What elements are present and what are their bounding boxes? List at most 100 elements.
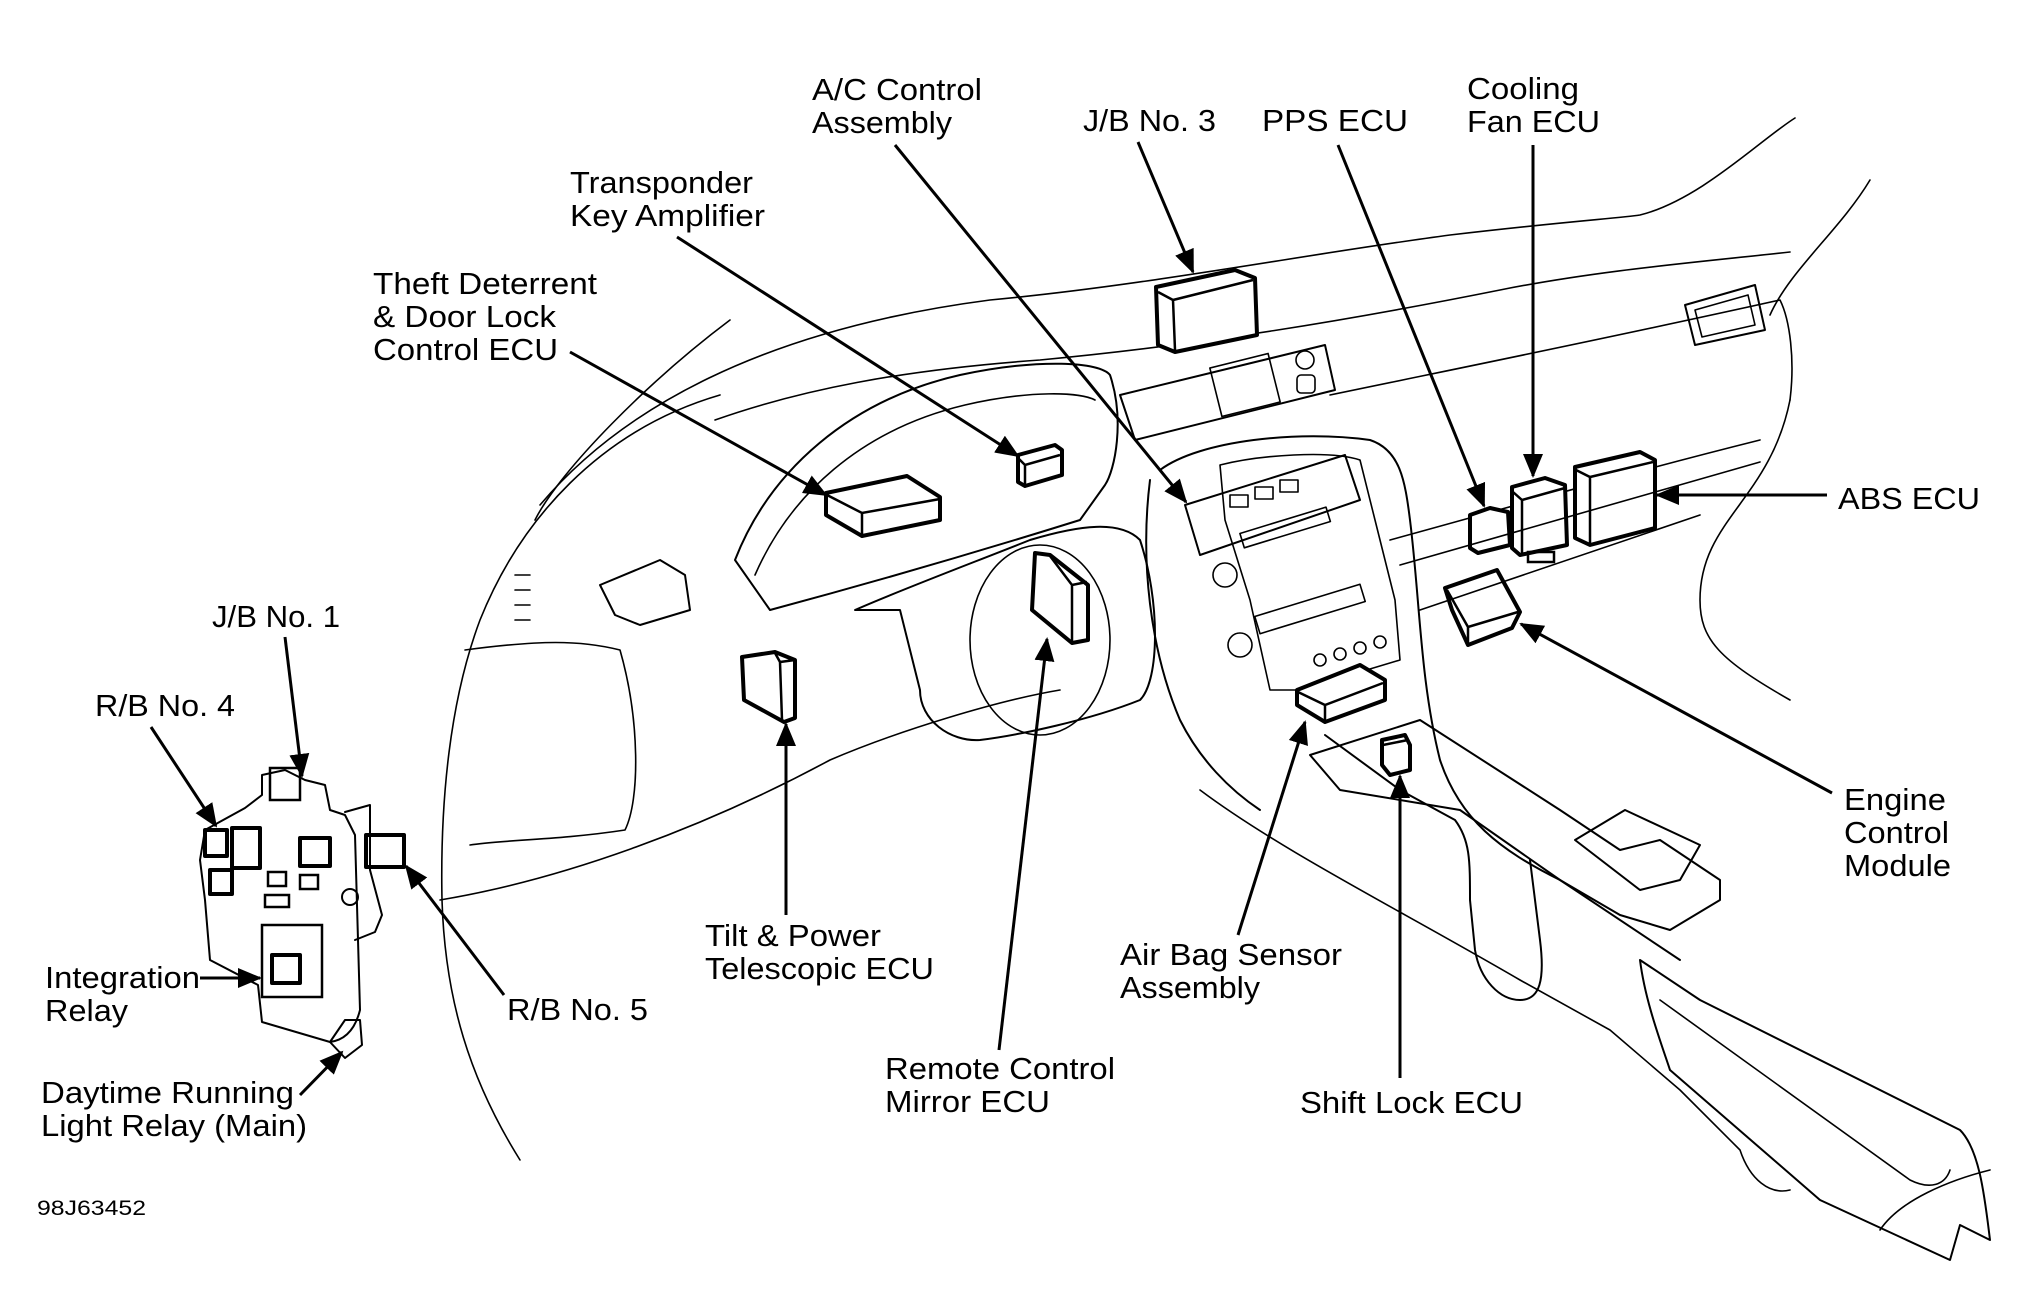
label-integration-relay: Integration [45, 960, 200, 995]
rb5-bracket [344, 804, 383, 941]
rb5-leader [404, 864, 506, 996]
trip-button [1296, 374, 1316, 394]
glove-box-line [1329, 299, 1793, 401]
steering-column-ring [969, 544, 1111, 736]
label-ac-control-assembly: A/C Control [812, 72, 982, 107]
relay [298, 836, 332, 868]
tilt-ecu-edge [773, 652, 796, 721]
jb1-leader [283, 636, 310, 778]
jb3-leader [1136, 141, 1195, 274]
rb4-relay [230, 826, 262, 870]
hazard-button [1295, 350, 1315, 370]
air-bag-sensor-module [1295, 663, 1387, 724]
ac-button [1229, 494, 1249, 508]
small-relay [298, 873, 320, 891]
radio-button [1313, 653, 1327, 667]
console-top [1309, 719, 1721, 931]
cooling-fan-ecu-module [1510, 476, 1569, 557]
label-remote-mirror-ecu: Remote Control [885, 1051, 1115, 1086]
label-jb-no-3: J/B No. 3 [1083, 103, 1216, 138]
air-bag-sensor-edge [1297, 681, 1384, 720]
label-engine-control-module-2: Control [1844, 815, 1949, 850]
radio-button [1353, 641, 1367, 655]
passenger-knee-line [1699, 399, 1791, 701]
ecm-edge [1445, 589, 1519, 643]
theft-deterrent-module [824, 474, 942, 538]
theft-deterrent-edge [826, 493, 941, 534]
small-relay [263, 893, 291, 909]
label-cooling-fan-ecu-2: Fan ECU [1467, 104, 1600, 139]
label-theft-deterrent-2: & Door Lock [373, 299, 557, 334]
radio-button [1373, 635, 1387, 649]
mirror-ecu-edge [1049, 555, 1088, 642]
label-tilt-telescopic-ecu: Tilt & Power [705, 918, 881, 953]
radio-knob [1212, 562, 1238, 588]
label-air-bag-sensor: Air Bag Sensor [1120, 937, 1342, 972]
junction-block-assembly [199, 766, 406, 1059]
label-shift-lock-ecu: Shift Lock ECU [1300, 1085, 1523, 1120]
shift-lock-edge [1382, 738, 1409, 747]
jb3-module [1154, 268, 1259, 354]
rb5-relay [364, 833, 406, 869]
dash-top-line [539, 117, 1796, 506]
cooling-fan-ecu-edge [1512, 486, 1566, 553]
shifter-boot [1324, 734, 1543, 1001]
jb3-module-edge [1157, 278, 1254, 351]
rb4-relay [203, 828, 229, 858]
ac-control-leader [893, 144, 1188, 504]
ac-control-panel [1184, 454, 1361, 556]
label-ac-control-assembly-2: Assembly [812, 105, 953, 140]
label-cooling-fan-ecu: Cooling [1467, 71, 1579, 106]
small-relay [266, 870, 288, 888]
dash-crossbar-line [1399, 461, 1761, 611]
rb4-leader [149, 726, 218, 828]
label-jb-no-1: J/B No. 1 [212, 599, 340, 634]
cooling-fan-connector [1526, 550, 1556, 564]
label-theft-deterrent-3: Control ECU [373, 332, 558, 367]
lower-dash-line [439, 689, 1061, 901]
left-vent-slats [514, 574, 531, 621]
label-tilt-telescopic-ecu-2: Telescopic ECU [705, 951, 934, 986]
cupholder [1574, 809, 1701, 891]
ac-button [1254, 486, 1274, 500]
pps-leader [1336, 144, 1486, 508]
label-abs-ecu: ABS ECU [1838, 481, 1980, 516]
console-side [1199, 789, 1791, 1192]
air-bag-leader [1236, 720, 1308, 936]
mirror-ecu-leader [997, 637, 1055, 1051]
label-transponder: Transponder [570, 165, 753, 200]
drl-relay-body [329, 1019, 363, 1059]
label-engine-control-module: Engine [1844, 782, 1946, 817]
mount-stud [341, 888, 359, 906]
dash-front-edge [714, 251, 1791, 421]
armrest-seam [1659, 999, 1951, 1186]
left-vent [599, 559, 691, 626]
pps-ecu-module [1468, 506, 1512, 555]
mirror-ecu-module [1030, 551, 1090, 645]
instrument-hood [734, 362, 1119, 611]
passenger-floor-line [1879, 1169, 1991, 1231]
tilt-ecu-module [740, 650, 797, 724]
center-stack-inner [1145, 479, 1261, 811]
label-pps-ecu: PPS ECU [1262, 103, 1408, 138]
integration-relay-box [270, 953, 302, 985]
label-rb-no-4: R/B No. 4 [95, 688, 235, 723]
relay [208, 868, 234, 896]
label-transponder-2: Key Amplifier [570, 198, 765, 233]
clock-display [1209, 352, 1281, 418]
jb1-top-tab [268, 766, 302, 802]
transponder-amplifier-module [1016, 443, 1064, 488]
theft-deterrent-leader [569, 350, 828, 497]
center-vent-frame [1119, 344, 1336, 441]
component-modules [740, 268, 1761, 777]
ecm-leader [1519, 622, 1833, 795]
label-integration-relay-2: Relay [45, 993, 129, 1028]
integration-relay-housing [260, 923, 324, 999]
label-air-bag-sensor-2: Assembly [1120, 970, 1261, 1005]
ac-button [1279, 479, 1299, 493]
leader-lines [149, 141, 1833, 1097]
label-drl-relay: Daytime Running [41, 1075, 294, 1110]
abs-ecu-module [1573, 450, 1657, 547]
center-stack-outer [1159, 435, 1681, 961]
